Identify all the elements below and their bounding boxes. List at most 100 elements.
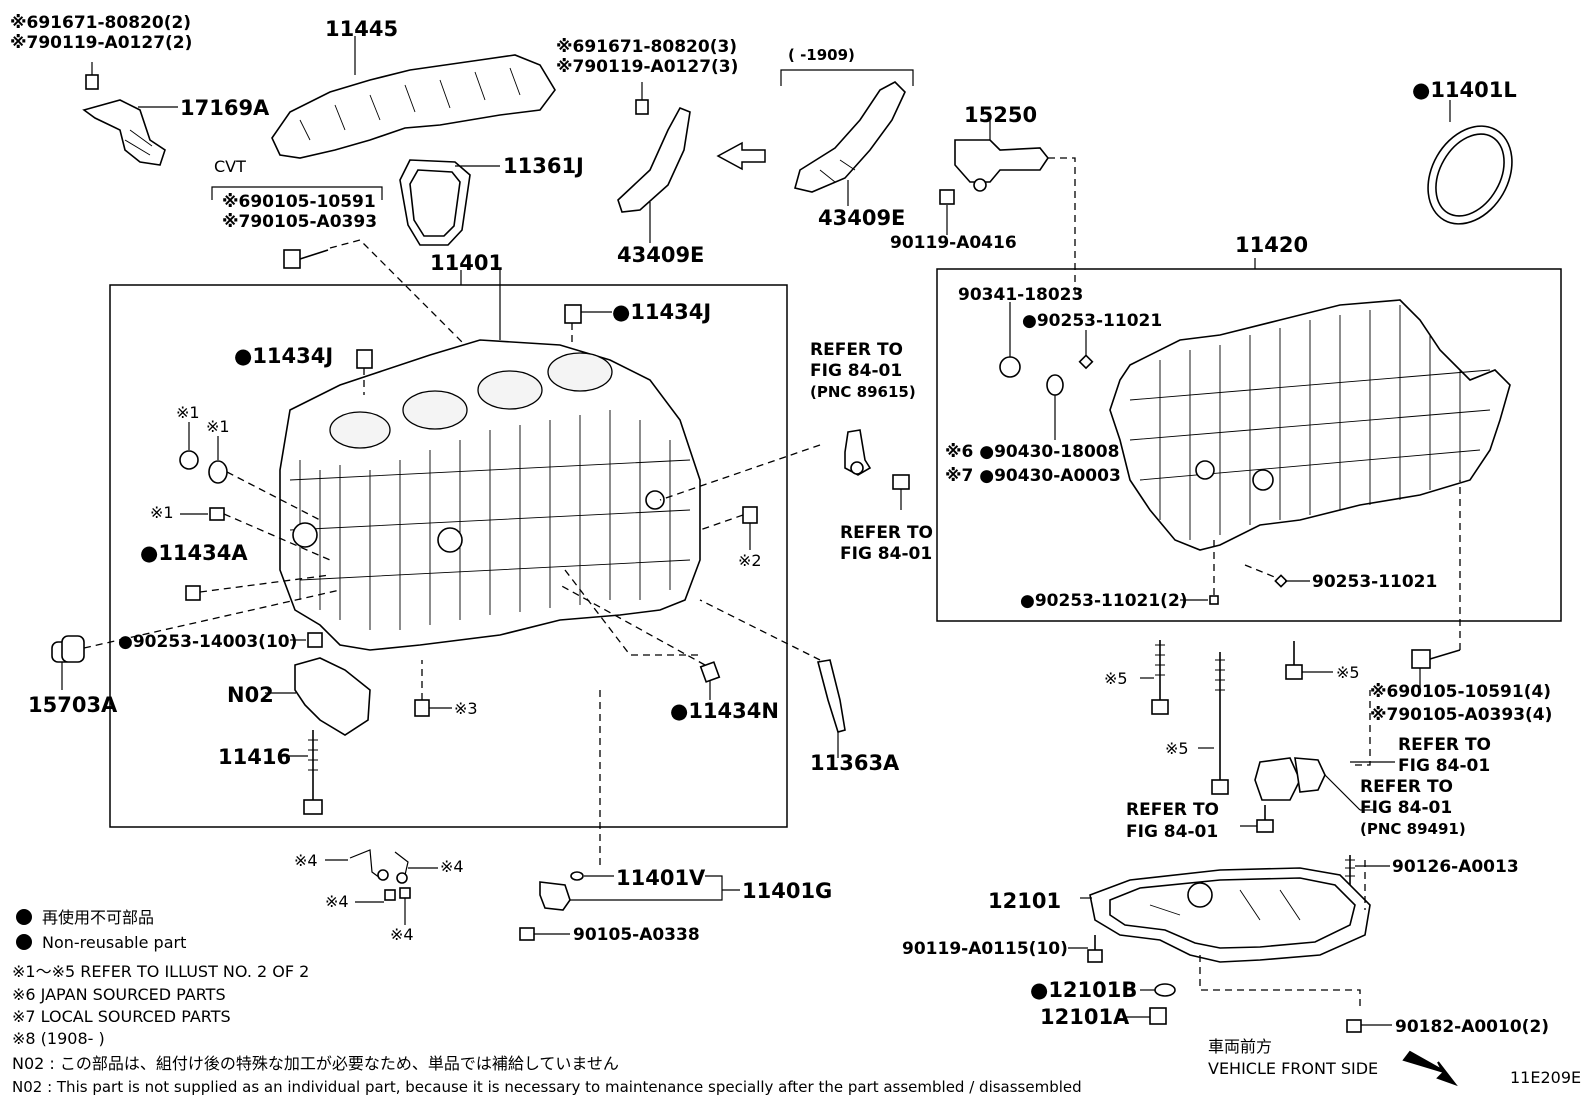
pin-11434A — [185, 574, 331, 601]
label-11416: 11416 — [218, 745, 291, 769]
label-11361J: 11361J — [503, 154, 584, 178]
vehicle-front-jp: 車両前方 — [1208, 1037, 1272, 1056]
cylinder-block-frame — [109, 284, 788, 828]
label-x5-b: ※5 — [1336, 663, 1360, 682]
label-43409E-left: 43409E — [617, 243, 704, 267]
label-90119-A0115: 90119-A0115(10) — [902, 939, 1068, 959]
vehicle-front-en: VEHICLE FRONT SIDE — [1208, 1059, 1378, 1078]
dowel-11434J-left — [356, 349, 373, 395]
stud-90126-A0013 — [1345, 855, 1390, 885]
seal-11401L — [1427, 100, 1513, 225]
tube-11363A — [699, 599, 846, 758]
label-refer1-line3: (PNC 89615) — [810, 383, 916, 401]
label-90341-18023: 90341-18023 — [958, 285, 1083, 305]
label-refer3-line1: REFER TO — [1126, 800, 1219, 820]
label-691671-80820-3: ※691671-80820(3) — [556, 37, 737, 57]
label-690105-10591: ※690105-10591 — [222, 192, 376, 212]
label-12101: 12101 — [988, 889, 1061, 913]
label-790119-A0127-2: ※790119-A0127(2) — [10, 33, 192, 53]
label-90126-A0013: 90126-A0013 — [1392, 857, 1519, 877]
dowel-x2 — [699, 506, 758, 550]
label-11401G: 11401G — [742, 879, 832, 903]
plug-12101A — [1124, 1007, 1167, 1025]
label-refer5-line2: FIG 84-01 — [1398, 756, 1490, 776]
diagram-code: 11E209E — [1510, 1068, 1581, 1087]
bolt-x5-b — [1198, 652, 1229, 795]
oil-switch-89491 — [1254, 690, 1395, 811]
plug-90341-18023 — [999, 302, 1021, 378]
label-refer1-line1: REFER TO — [810, 340, 903, 360]
label-refer2-line1: REFER TO — [840, 523, 933, 543]
bracket-43409E-left — [617, 82, 691, 243]
bolt-690105-10591-4 — [1411, 480, 1461, 688]
label-11434N: ●11434N — [670, 699, 779, 723]
label-11401L: ●11401L — [1412, 78, 1517, 102]
label-90105-A0338: 90105-A0338 — [573, 925, 700, 945]
label-x4-a: ※4 — [294, 851, 318, 870]
label-11434A: ●11434A — [140, 541, 248, 565]
sensor-15250 — [939, 120, 1076, 295]
label-691671-80820-2: ※691671-80820(2) — [10, 13, 191, 33]
label-x4-c: ※4 — [325, 892, 349, 911]
label-refer4-line1: REFER TO — [1360, 777, 1453, 797]
cover-11445 — [271, 36, 556, 159]
label-refer4-line3: (PNC 89491) — [1360, 820, 1466, 838]
gasket-12101B — [1140, 983, 1176, 997]
label-690105-10591-4: ※690105-10591(4) — [1370, 682, 1551, 702]
gasket-90430 — [1046, 374, 1064, 440]
label-12101A: 12101A — [1040, 1005, 1130, 1029]
dowel-x3 — [414, 660, 452, 717]
label-11363A: 11363A — [810, 751, 900, 775]
gasket-11361J — [399, 159, 500, 246]
label-11420: 11420 — [1235, 233, 1308, 257]
plug-90253-11021-b — [1244, 564, 1310, 588]
bolt-11416 — [280, 730, 323, 815]
bearing-cap-N02 — [265, 657, 371, 736]
bolt-690105-10591 — [283, 239, 471, 351]
knock-sensor-89615 — [844, 429, 910, 510]
legend-n02-jp: N02 : この部品は、組付け後の特殊な加工が必要なため、単品では補給していませ… — [12, 1054, 619, 1073]
legend-note-1-5: ※1～※5 REFER TO ILLUST NO. 2 OF 2 — [12, 962, 309, 981]
clip-x4 — [325, 849, 438, 925]
label-15250: 15250 — [964, 103, 1037, 127]
legend-dot-en — [16, 934, 32, 950]
cylinder-block-11401 — [279, 270, 701, 651]
dowel-11434N — [559, 584, 721, 700]
label-x1-a: ※1 — [176, 403, 200, 422]
plug-x1-a — [179, 422, 199, 470]
label-790105-A0393: ※790105-A0393 — [222, 212, 377, 232]
label-refer3-line2: FIG 84-01 — [1126, 822, 1218, 842]
label-90253-14003: ●90253-14003(10) — [118, 632, 297, 652]
label-x3: ※3 — [454, 699, 478, 718]
label-17169A: 17169A — [180, 96, 270, 120]
label-790119-A0127-3: ※790119-A0127(3) — [556, 57, 738, 77]
bolt-x5-c — [1285, 641, 1333, 680]
label-90182-A0010: 90182-A0010(2) — [1395, 1017, 1549, 1037]
label-x4-d: ※4 — [390, 925, 414, 944]
label-12101B: ●12101B — [1030, 978, 1137, 1002]
label-refer2-line2: FIG 84-01 — [840, 544, 932, 564]
label-refer5-line1: REFER TO — [1398, 735, 1491, 755]
oil-pan-12101 — [1080, 860, 1371, 1010]
label-90253-11021-2: ●90253-11021(2) — [1020, 591, 1188, 611]
bolt-refer-84-01 — [1240, 805, 1274, 833]
label-90430-A0003: ※7 ●90430-A0003 — [945, 466, 1121, 486]
plug-90253-14003 — [290, 632, 323, 648]
label-CVT: CVT — [214, 157, 246, 176]
bolt-x5-a — [1140, 640, 1169, 715]
plug-90253-11021-a — [1078, 330, 1094, 370]
label-N02: N02 — [227, 683, 274, 707]
label-x5-c: ※5 — [1165, 739, 1189, 758]
label-1909: ( -1909) — [788, 46, 855, 64]
plug-15703A — [51, 589, 341, 690]
label-15703A: 15703A — [28, 693, 118, 717]
label-90119-A0416: 90119-A0416 — [890, 233, 1017, 253]
nut-90182-A0010 — [1346, 1019, 1392, 1033]
label-refer4-line2: FIG 84-01 — [1360, 798, 1452, 818]
label-x2: ※2 — [738, 551, 762, 570]
legend-nonreusable-jp: 再使用不可部品 — [42, 908, 154, 927]
legend-note-8: ※8 (1908- ) — [12, 1029, 105, 1048]
dowel-11434J-top — [564, 304, 612, 345]
legend-note-7: ※7 LOCAL SOURCED PARTS — [12, 1007, 231, 1026]
